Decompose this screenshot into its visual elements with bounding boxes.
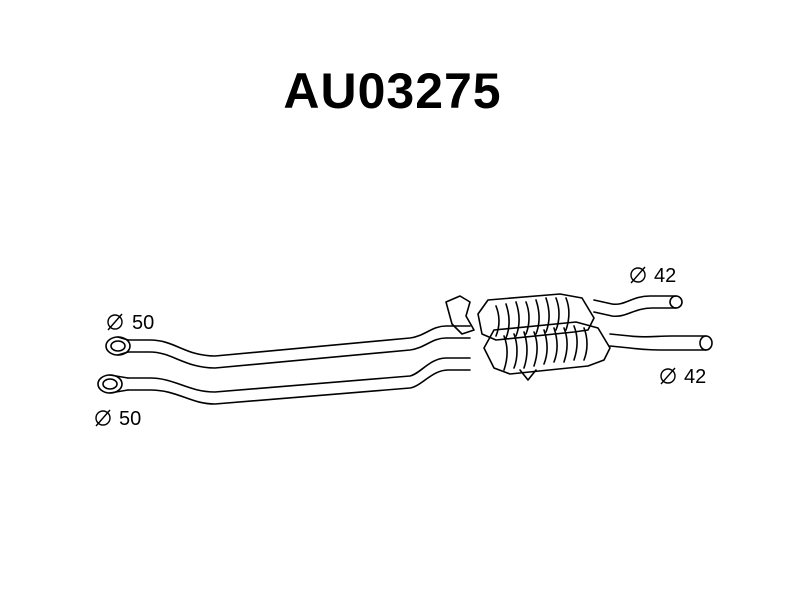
dimension-outlet-upper: 42 [630,265,676,287]
diameter-icon [660,367,676,385]
dimension-outlet-lower: 42 [660,366,706,388]
dimension-label: 50 [132,312,154,334]
dimension-label: 42 [684,366,706,388]
dimension-inlet-upper: 50 [107,312,154,334]
lower-catalyst [483,321,611,375]
dimension-label: 42 [654,265,676,287]
lower-pipe [127,321,713,405]
diameter-icon [95,409,111,427]
dimension-inlet-lower: 50 [95,408,141,430]
upper-pipe [127,293,683,369]
diameter-icon [107,313,123,331]
part-number-title: AU03275 [283,63,502,119]
inlet-ends [97,336,131,394]
diameter-icon [630,266,646,284]
dimension-label: 50 [119,408,141,430]
upper-catalyst [477,293,595,341]
